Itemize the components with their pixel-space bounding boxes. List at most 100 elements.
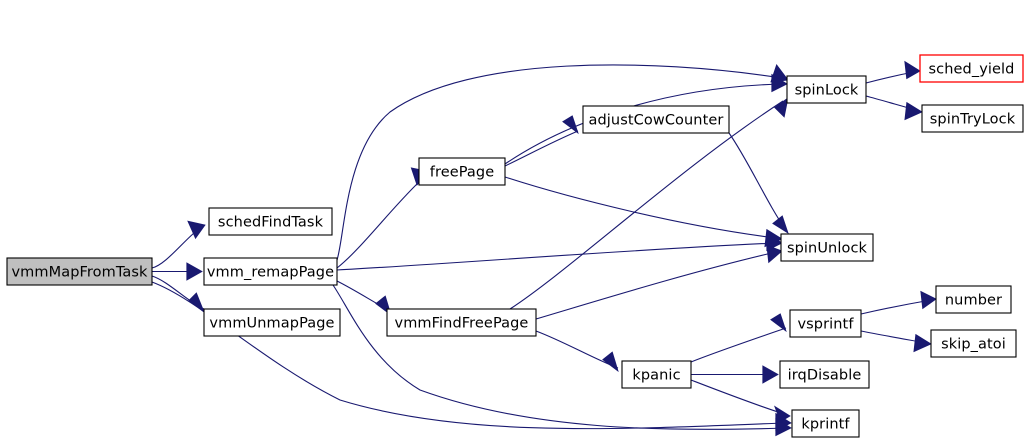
node-box-spinLock[interactable]: [786, 75, 867, 104]
node-vmmFindFreePage[interactable]: vmmFindFreePage: [386, 308, 537, 337]
edge-vmmMapFromTask-to-vmm_remapPage: [152, 262, 203, 281]
node-label-schedFindTask: schedFindTask: [218, 215, 324, 231]
node-label-kpanic: kpanic: [632, 368, 680, 384]
node-spinUnlock[interactable]: spinUnlock: [780, 233, 874, 262]
arrowhead-icon: [602, 351, 619, 373]
node-spinLock[interactable]: spinLock: [786, 75, 867, 104]
node-number[interactable]: number: [935, 285, 1012, 314]
edge-line: [690, 379, 785, 415]
node-label-adjustCowCounter: adjustCowCounter: [589, 113, 724, 129]
node-box-vmmFindFreePage[interactable]: [386, 308, 537, 337]
node-box-number[interactable]: [935, 285, 1012, 314]
edge-vmmFindFreePage-to-spinUnlock: [535, 244, 783, 320]
edge-adjustCowCounter-to-spinUnlock: [728, 132, 789, 234]
node-label-number: number: [945, 293, 1002, 309]
edge-spinLock-to-spinTryLock: [865, 95, 923, 121]
arrowhead-icon: [904, 101, 923, 121]
node-box-irqDisable[interactable]: [779, 360, 870, 389]
node-box-spinUnlock[interactable]: [780, 233, 874, 262]
edge-kpanic-to-vsprintf: [690, 313, 787, 363]
edge-line: [151, 281, 786, 430]
edge-line: [332, 284, 788, 430]
node-freePage[interactable]: freePage: [418, 157, 506, 186]
node-label-sched_yield: sched_yield: [929, 62, 1015, 78]
node-vsprintf[interactable]: vsprintf: [789, 309, 862, 338]
node-label-vmmUnmapPage: vmmUnmapPage: [209, 316, 334, 332]
edge-line: [690, 327, 787, 363]
arrowhead-icon: [774, 405, 791, 423]
arrowhead-icon: [775, 417, 792, 437]
arrowhead-icon: [562, 115, 579, 135]
edge-line: [860, 299, 932, 315]
edge-vmm_remapPage-to-freePage: [336, 167, 432, 269]
arrowhead-icon: [913, 333, 932, 353]
arrowhead-icon: [771, 73, 788, 93]
node-box-kpanic[interactable]: [621, 360, 692, 389]
edge-kpanic-to-kprintf: [690, 379, 791, 423]
edge-vmm_remapPage-to-vmmFindFreePage: [336, 280, 393, 317]
edge-freePage-to-adjustCowCounter: [504, 115, 579, 167]
node-label-freePage: freePage: [430, 165, 495, 181]
node-box-vmmMapFromTask[interactable]: [6, 257, 153, 286]
node-label-vmmMapFromTask: vmmMapFromTask: [11, 265, 148, 281]
node-box-freePage[interactable]: [418, 157, 506, 186]
node-vmmMapFromTask[interactable]: vmmMapFromTask: [6, 257, 153, 286]
edge-line: [504, 130, 579, 167]
edge-line: [728, 132, 787, 231]
node-kpanic[interactable]: kpanic: [621, 360, 692, 389]
edge-line: [336, 64, 783, 261]
edge-line: [336, 181, 420, 269]
node-irqDisable[interactable]: irqDisable: [779, 360, 870, 389]
edge-vmm_remapPage-to-spinLock: [336, 63, 789, 261]
edge-line: [535, 330, 619, 369]
arrowhead-icon: [774, 97, 789, 118]
edge-spinLock-to-sched_yield: [865, 60, 921, 84]
edge-vsprintf-to-skip_atoi: [860, 330, 932, 353]
edges-layer: [151, 60, 937, 437]
node-label-vmm_remapPage: vmm_remapPage: [207, 265, 334, 281]
node-spinTryLock[interactable]: spinTryLock: [921, 104, 1024, 133]
node-box-adjustCowCounter[interactable]: [582, 105, 730, 134]
node-schedFindTask[interactable]: schedFindTask: [208, 207, 333, 236]
node-box-vsprintf[interactable]: [789, 309, 862, 338]
edge-vmmFindFreePage-to-kpanic: [535, 330, 619, 373]
node-sched_yield[interactable]: sched_yield: [919, 54, 1024, 83]
node-label-spinTryLock: spinTryLock: [930, 112, 1016, 128]
arrowhead-icon: [766, 244, 783, 264]
node-skip_atoi[interactable]: skip_atoi: [930, 329, 1017, 358]
edge-vmm_remapPage-to-spinUnlock: [336, 232, 783, 271]
node-adjustCowCounter[interactable]: adjustCowCounter: [582, 105, 730, 134]
node-label-kprintf: kprintf: [801, 417, 850, 433]
arrowhead-icon: [770, 313, 787, 333]
node-vmmUnmapPage[interactable]: vmmUnmapPage: [203, 308, 341, 337]
node-label-vmmFindFreePage: vmmFindFreePage: [395, 316, 529, 332]
nodes-layer: vmmMapFromTask schedFindTask vmm_remapPage…: [6, 54, 1024, 438]
edge-freePage-to-spinUnlock: [504, 176, 783, 248]
arrowhead-icon: [187, 220, 206, 240]
edge-line: [535, 251, 777, 320]
edge-line: [504, 176, 777, 239]
arrowhead-icon: [186, 262, 203, 281]
arrowhead-icon: [764, 228, 783, 248]
edge-vmmFindFreePage-to-spinLock: [509, 97, 789, 310]
node-vmm_remapPage[interactable]: vmm_remapPage: [203, 257, 338, 286]
node-box-kprintf[interactable]: [791, 409, 860, 438]
edge-vsprintf-to-number: [860, 290, 937, 315]
edge-vmmMapFromTask-to-kprintf: [151, 281, 792, 432]
edge-kpanic-to-irqDisable: [691, 365, 779, 384]
node-box-vmmUnmapPage[interactable]: [203, 308, 341, 337]
arrowhead-icon: [904, 60, 921, 80]
node-box-vmm_remapPage[interactable]: [203, 257, 338, 286]
node-box-spinTryLock[interactable]: [921, 104, 1024, 133]
node-kprintf[interactable]: kprintf: [791, 409, 860, 438]
edge-vmmMapFromTask-to-schedFindTask: [151, 220, 206, 269]
edge-line: [509, 100, 784, 310]
node-box-schedFindTask[interactable]: [208, 207, 333, 236]
node-label-spinLock: spinLock: [795, 83, 859, 99]
node-box-skip_atoi[interactable]: [930, 329, 1017, 358]
arrowhead-icon: [772, 215, 789, 234]
node-box-sched_yield[interactable]: [919, 54, 1024, 83]
edge-line: [336, 242, 777, 271]
